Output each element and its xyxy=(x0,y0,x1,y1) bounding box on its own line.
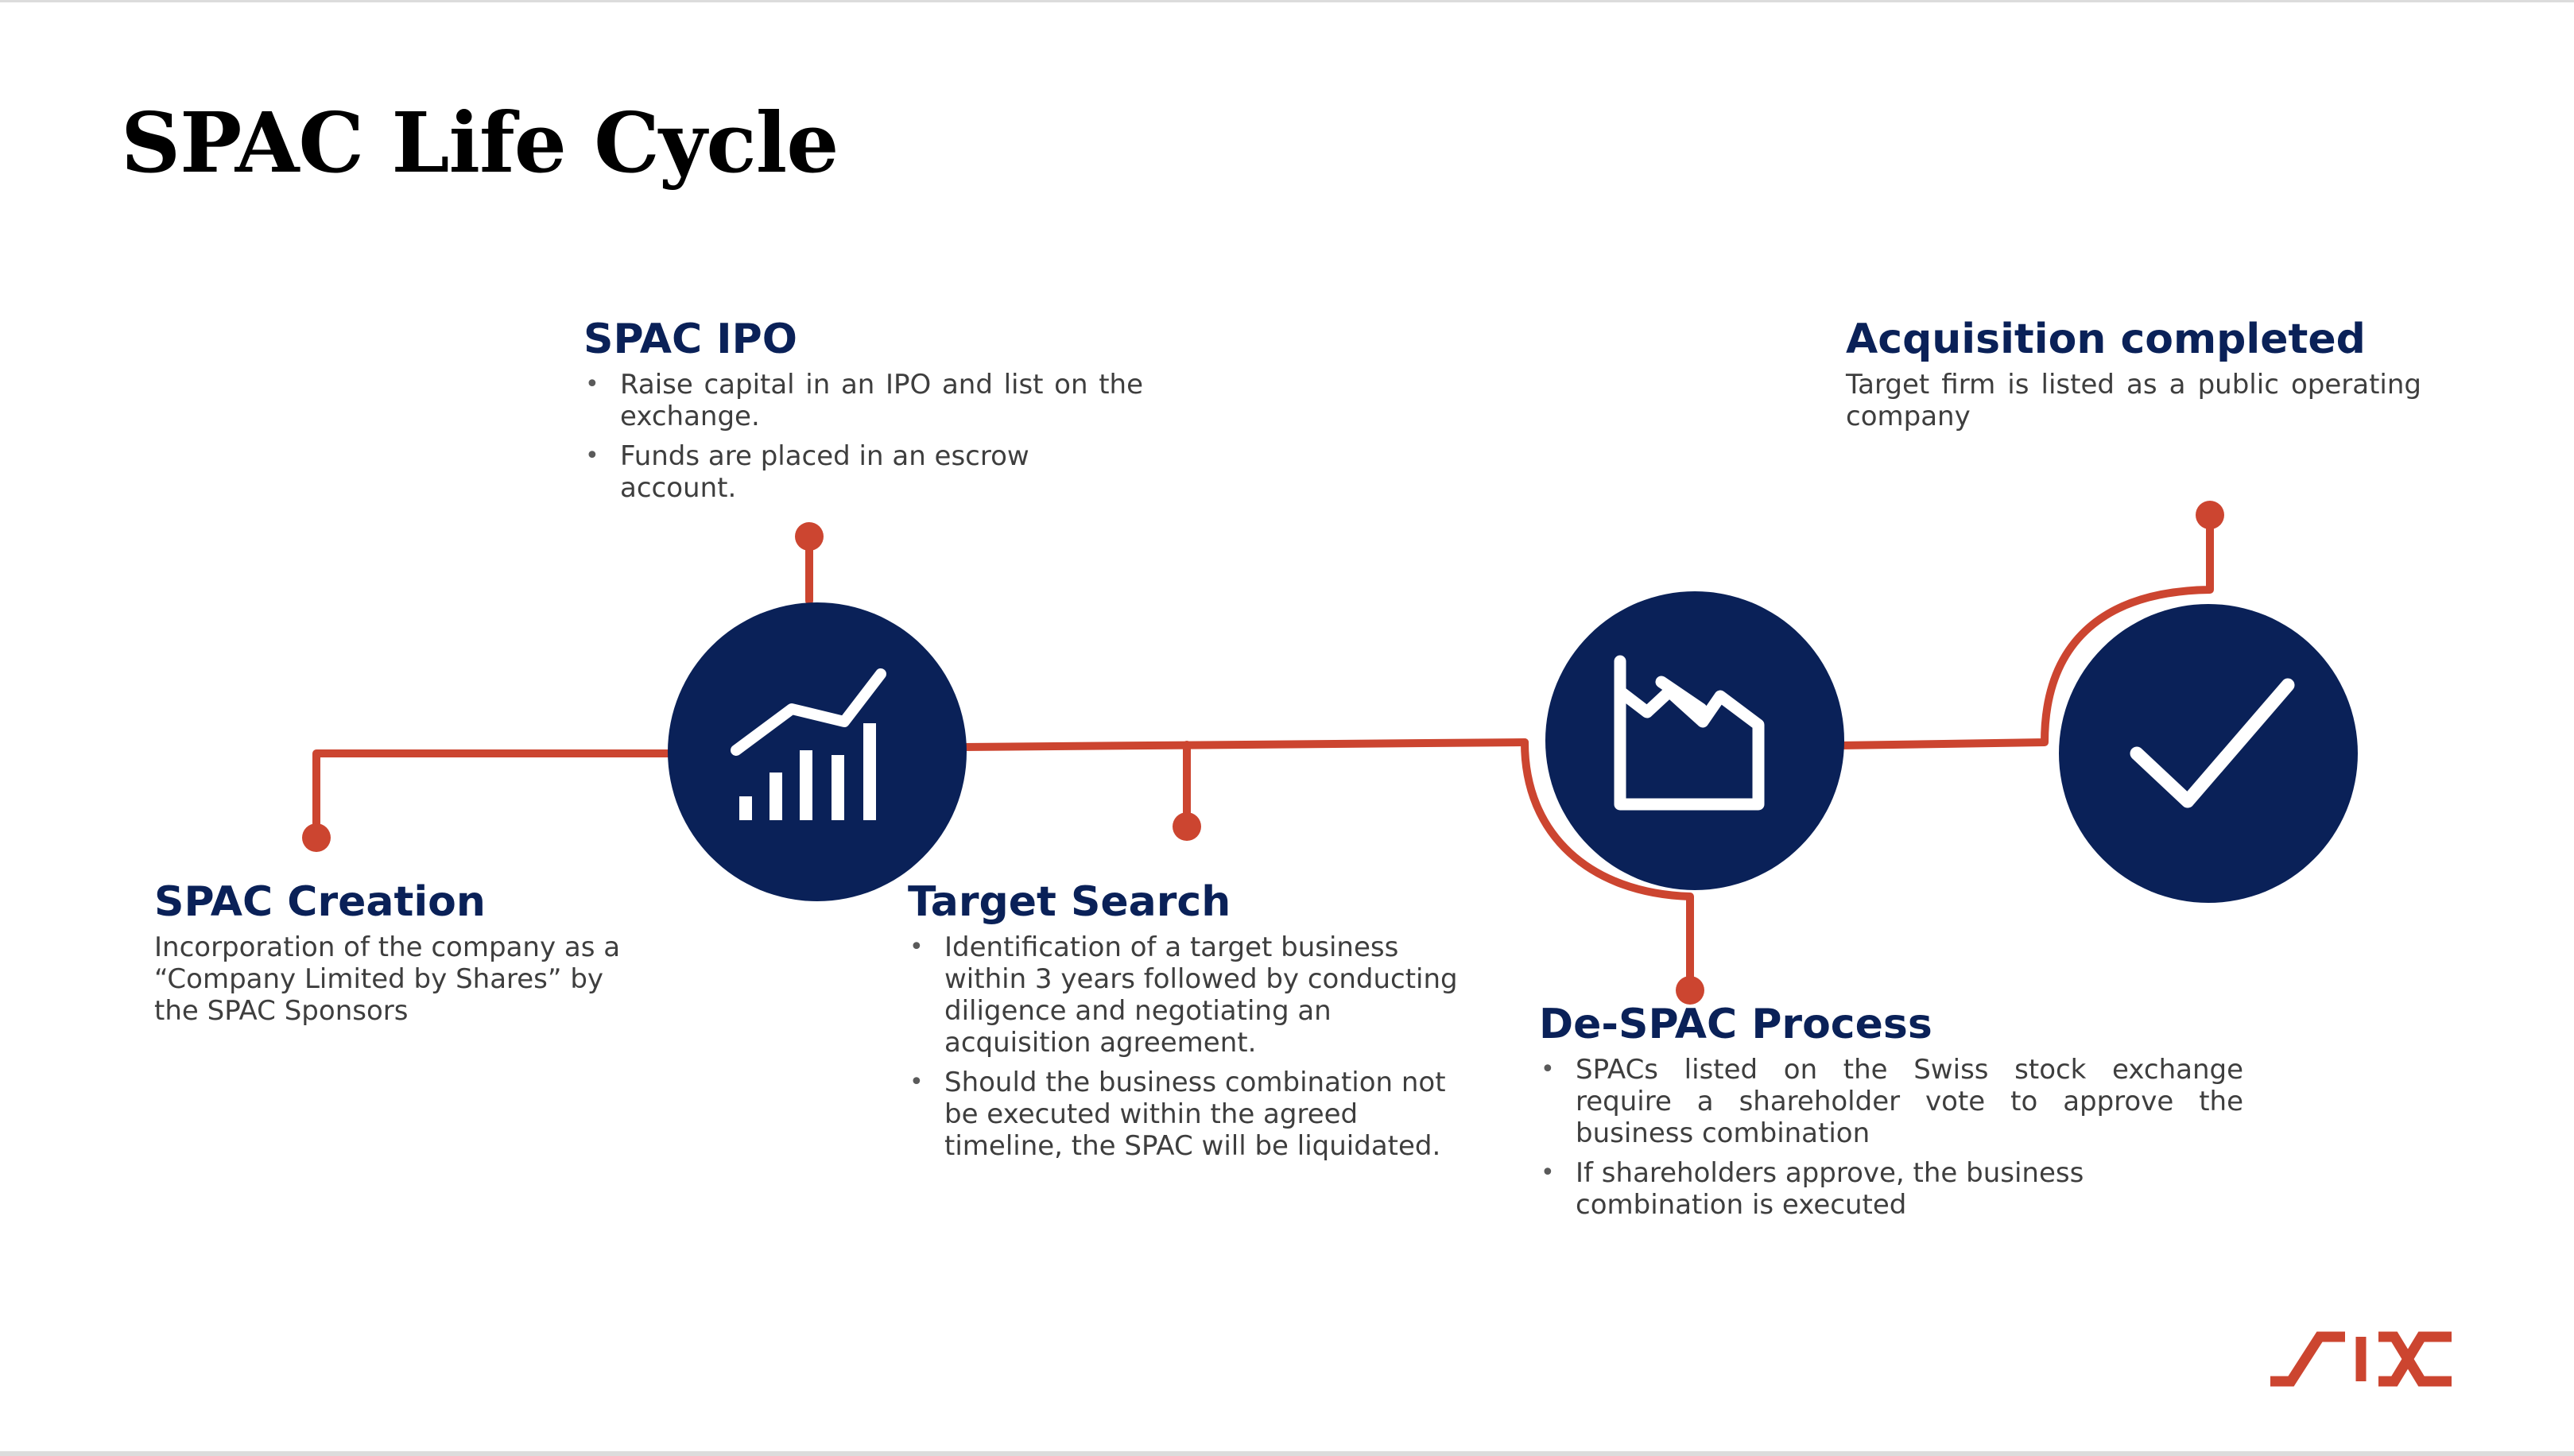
marker-search xyxy=(1173,812,1201,841)
timeline-segment-search xyxy=(958,738,1529,751)
stage-despac-title: De-SPAC Process xyxy=(1539,1001,1932,1048)
stage-despac-bullet: If shareholders approve, the business co… xyxy=(1539,1157,2243,1221)
stage-despac: De-SPAC Process SPACs listed on the Swis… xyxy=(1539,1000,2243,1229)
stage-completed-text: Target firm is listed as a public operat… xyxy=(1846,369,2421,433)
stage-ipo-bullet: Funds are placed in an escrow account. xyxy=(583,440,1143,504)
timeline-markers xyxy=(302,501,2224,1005)
marker-ipo xyxy=(795,522,824,551)
despac-circle xyxy=(1545,591,1844,890)
stage-search-bullet: Should the business combination not be e… xyxy=(908,1067,1464,1162)
timeline-segment-completed xyxy=(1836,513,2214,749)
bottom-border xyxy=(0,1451,2574,1456)
completed-circle xyxy=(2059,604,2358,903)
checkmark-icon xyxy=(2130,678,2295,808)
top-border xyxy=(0,0,2574,2)
marker-completed xyxy=(2196,501,2224,529)
stage-search-bullets: Identification of a target business with… xyxy=(908,931,1464,1162)
stage-creation-text: Incorporation of the company as a “Compa… xyxy=(154,931,621,1028)
ipo-circle xyxy=(668,602,967,901)
stage-completed: Acquisition completed Target firm is lis… xyxy=(1846,315,2421,432)
slide-title: SPAC Life Cycle xyxy=(121,94,839,192)
stage-creation-title: SPAC Creation xyxy=(154,878,486,926)
factory-icon xyxy=(1614,655,1765,811)
stage-ipo-bullets: Raise capital in an IPO and list on the … xyxy=(583,369,1143,504)
timeline-segment-creation xyxy=(312,749,676,840)
stage-ipo-bullet: Raise capital in an IPO and list on the … xyxy=(583,369,1143,432)
stage-despac-bullets: SPACs listed on the Swiss stock exchange… xyxy=(1539,1054,2243,1221)
stage-ipo: SPAC IPO Raise capital in an IPO and lis… xyxy=(583,315,1143,512)
stage-search-title: Target Search xyxy=(908,878,1231,926)
stage-creation: SPAC Creation Incorporation of the compa… xyxy=(154,877,639,1027)
six-logo xyxy=(2270,1331,2452,1387)
timeline-segment-despac xyxy=(1521,738,1694,993)
stage-ipo-title: SPAC IPO xyxy=(583,316,797,363)
stage-completed-title: Acquisition completed xyxy=(1846,316,2366,363)
stage-despac-bullet: SPACs listed on the Swiss stock exchange… xyxy=(1539,1054,2243,1149)
stage-search-bullet: Identification of a target business with… xyxy=(908,931,1464,1059)
chart-growth-icon xyxy=(731,668,886,820)
stage-search: Target Search Identification of a target… xyxy=(908,877,1464,1170)
marker-despac xyxy=(1676,976,1704,1005)
marker-creation xyxy=(302,823,331,852)
